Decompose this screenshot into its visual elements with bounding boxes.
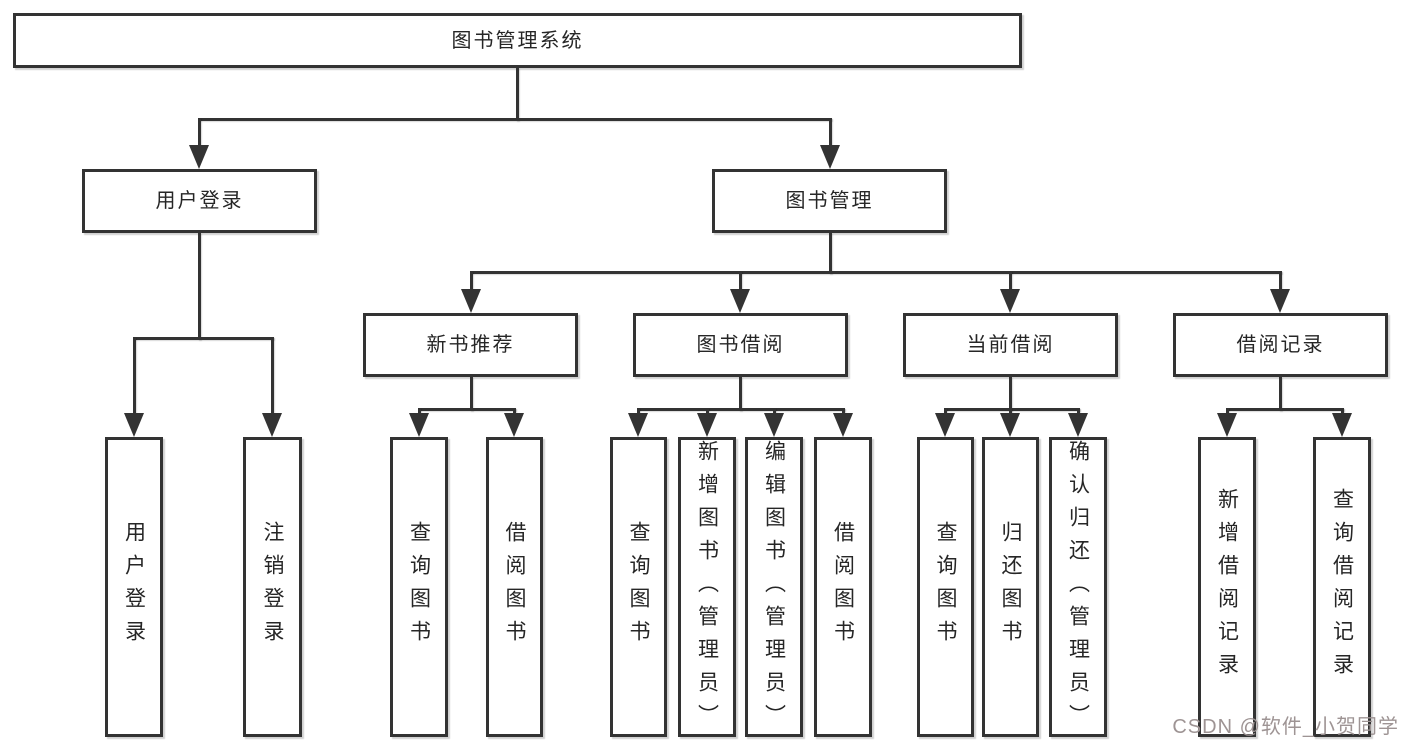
connector-drop-v-edit-book	[773, 408, 776, 417]
node-v-confirm-return: 确认归还（管理员）	[1049, 437, 1107, 737]
connector-drop-v-confirm-return	[1077, 408, 1080, 417]
node-label-user-login: 用户登录	[155, 190, 244, 212]
node-label-v-query-book-3: 查询图书	[934, 521, 957, 653]
arrowhead-down-icon-v-return-book	[1000, 413, 1020, 437]
node-v-edit-book: 编辑图书（管理员）	[745, 437, 803, 737]
arrowhead-down-icon-v-query-book-2	[628, 413, 648, 437]
node-new-book-rec: 新书推荐	[363, 313, 578, 377]
node-user-login: 用户登录	[82, 169, 317, 233]
node-label-v-query-record: 查询借阅记录	[1330, 488, 1354, 686]
node-label-v-borrow-book-1: 借阅图书	[503, 521, 526, 653]
connector-stem-user-login	[198, 233, 201, 340]
connector-rail-current-borrow	[944, 408, 1080, 411]
connector-rail-root	[198, 118, 832, 121]
arrowhead-down-icon-book-mgmt	[820, 145, 840, 169]
connector-stem-book-borrow	[739, 377, 742, 411]
node-root: 图书管理系统	[13, 13, 1022, 68]
node-v-query-book-1: 查询图书	[390, 437, 448, 737]
node-borrow-records: 借阅记录	[1173, 313, 1388, 377]
connector-drop-user-login	[198, 118, 201, 149]
arrowhead-down-icon-v-query-record	[1332, 413, 1352, 437]
node-label-book-borrow: 图书借阅	[696, 334, 785, 356]
arrowhead-down-icon-v-borrow-book-2	[833, 413, 853, 437]
node-current-borrow: 当前借阅	[903, 313, 1118, 377]
arrowhead-down-icon-v-query-book-1	[409, 413, 429, 437]
node-label-root: 图书管理系统	[451, 29, 584, 52]
node-label-v-return-book: 归还图书	[999, 521, 1022, 653]
arrowhead-down-icon-v-query-book-3	[935, 413, 955, 437]
connector-drop-book-borrow	[739, 271, 742, 293]
arrowhead-down-icon-v-add-record	[1217, 413, 1237, 437]
node-label-v-add-book: 新增图书（管理员）	[695, 440, 719, 737]
connector-drop-v-query-book-2	[637, 408, 640, 417]
connector-stem-new-book-rec	[470, 377, 473, 411]
connector-drop-current-borrow	[1009, 271, 1012, 293]
node-label-borrow-records: 借阅记录	[1236, 334, 1325, 356]
node-v-user-login: 用户登录	[105, 437, 163, 737]
connector-stem-borrow-records	[1279, 377, 1282, 411]
node-label-v-user-login: 用户登录	[122, 521, 146, 653]
connector-stem-book-mgmt	[829, 233, 832, 274]
arrowhead-down-icon-borrow-records	[1270, 289, 1290, 313]
node-label-v-query-book-1: 查询图书	[407, 521, 431, 653]
arrowhead-down-icon-v-add-book	[697, 413, 717, 437]
connector-drop-new-book-rec	[470, 271, 473, 293]
node-v-query-book-2: 查询图书	[610, 437, 667, 737]
connector-stem-root	[516, 68, 519, 121]
arrowhead-down-icon-book-borrow	[730, 289, 750, 313]
arrowhead-down-icon-user-login	[189, 145, 209, 169]
node-v-add-book: 新增图书（管理员）	[678, 437, 736, 737]
connector-drop-v-user-login	[133, 337, 136, 417]
node-label-v-confirm-return: 确认归还（管理员）	[1066, 440, 1090, 737]
node-v-borrow-book-1: 借阅图书	[486, 437, 543, 737]
connector-rail-borrow-records	[1226, 408, 1344, 411]
connector-rail-book-mgmt	[470, 271, 1282, 274]
connector-drop-v-return-book	[1009, 408, 1012, 417]
arrowhead-down-icon-v-logout	[262, 413, 282, 437]
connector-drop-v-logout	[271, 337, 274, 417]
csdn-watermark: CSDN @软件_小贺同学	[1172, 716, 1399, 738]
node-label-book-mgmt: 图书管理	[785, 190, 874, 212]
node-label-v-edit-book: 编辑图书（管理员）	[762, 440, 786, 737]
connector-rail-user-login	[133, 337, 274, 340]
connector-rail-new-book-rec	[418, 408, 516, 411]
node-book-borrow: 图书借阅	[633, 313, 848, 377]
arrowhead-down-icon-v-edit-book	[764, 413, 784, 437]
node-label-current-borrow: 当前借阅	[966, 334, 1055, 356]
arrowhead-down-icon-v-borrow-book-1	[504, 413, 524, 437]
node-label-v-borrow-book-2: 借阅图书	[831, 521, 855, 653]
node-label-new-book-rec: 新书推荐	[426, 334, 515, 356]
arrowhead-down-icon-v-confirm-return	[1068, 413, 1088, 437]
connector-drop-book-mgmt	[829, 118, 832, 149]
connector-drop-v-borrow-book-2	[842, 408, 845, 417]
connector-drop-v-add-book	[706, 408, 709, 417]
node-v-query-record: 查询借阅记录	[1313, 437, 1371, 737]
connector-drop-v-query-record	[1341, 408, 1344, 417]
node-label-v-add-record: 新增借阅记录	[1215, 488, 1239, 686]
connector-stem-current-borrow	[1009, 377, 1012, 411]
arrowhead-down-icon-new-book-rec	[461, 289, 481, 313]
connector-drop-v-add-record	[1226, 408, 1229, 417]
connector-rail-book-borrow	[637, 408, 845, 411]
connector-drop-v-query-book-1	[418, 408, 421, 417]
connector-drop-v-query-book-3	[944, 408, 947, 417]
node-v-return-book: 归还图书	[982, 437, 1039, 737]
arrowhead-down-icon-current-borrow	[1000, 289, 1020, 313]
connector-drop-v-borrow-book-1	[513, 408, 516, 417]
node-label-v-logout: 注销登录	[261, 521, 284, 653]
node-v-add-record: 新增借阅记录	[1198, 437, 1256, 737]
arrowhead-down-icon-v-user-login	[124, 413, 144, 437]
node-v-query-book-3: 查询图书	[917, 437, 974, 737]
node-v-borrow-book-2: 借阅图书	[814, 437, 872, 737]
node-v-logout: 注销登录	[243, 437, 302, 737]
node-book-mgmt: 图书管理	[712, 169, 947, 233]
connector-drop-borrow-records	[1279, 271, 1282, 293]
node-label-v-query-book-2: 查询图书	[627, 521, 650, 653]
